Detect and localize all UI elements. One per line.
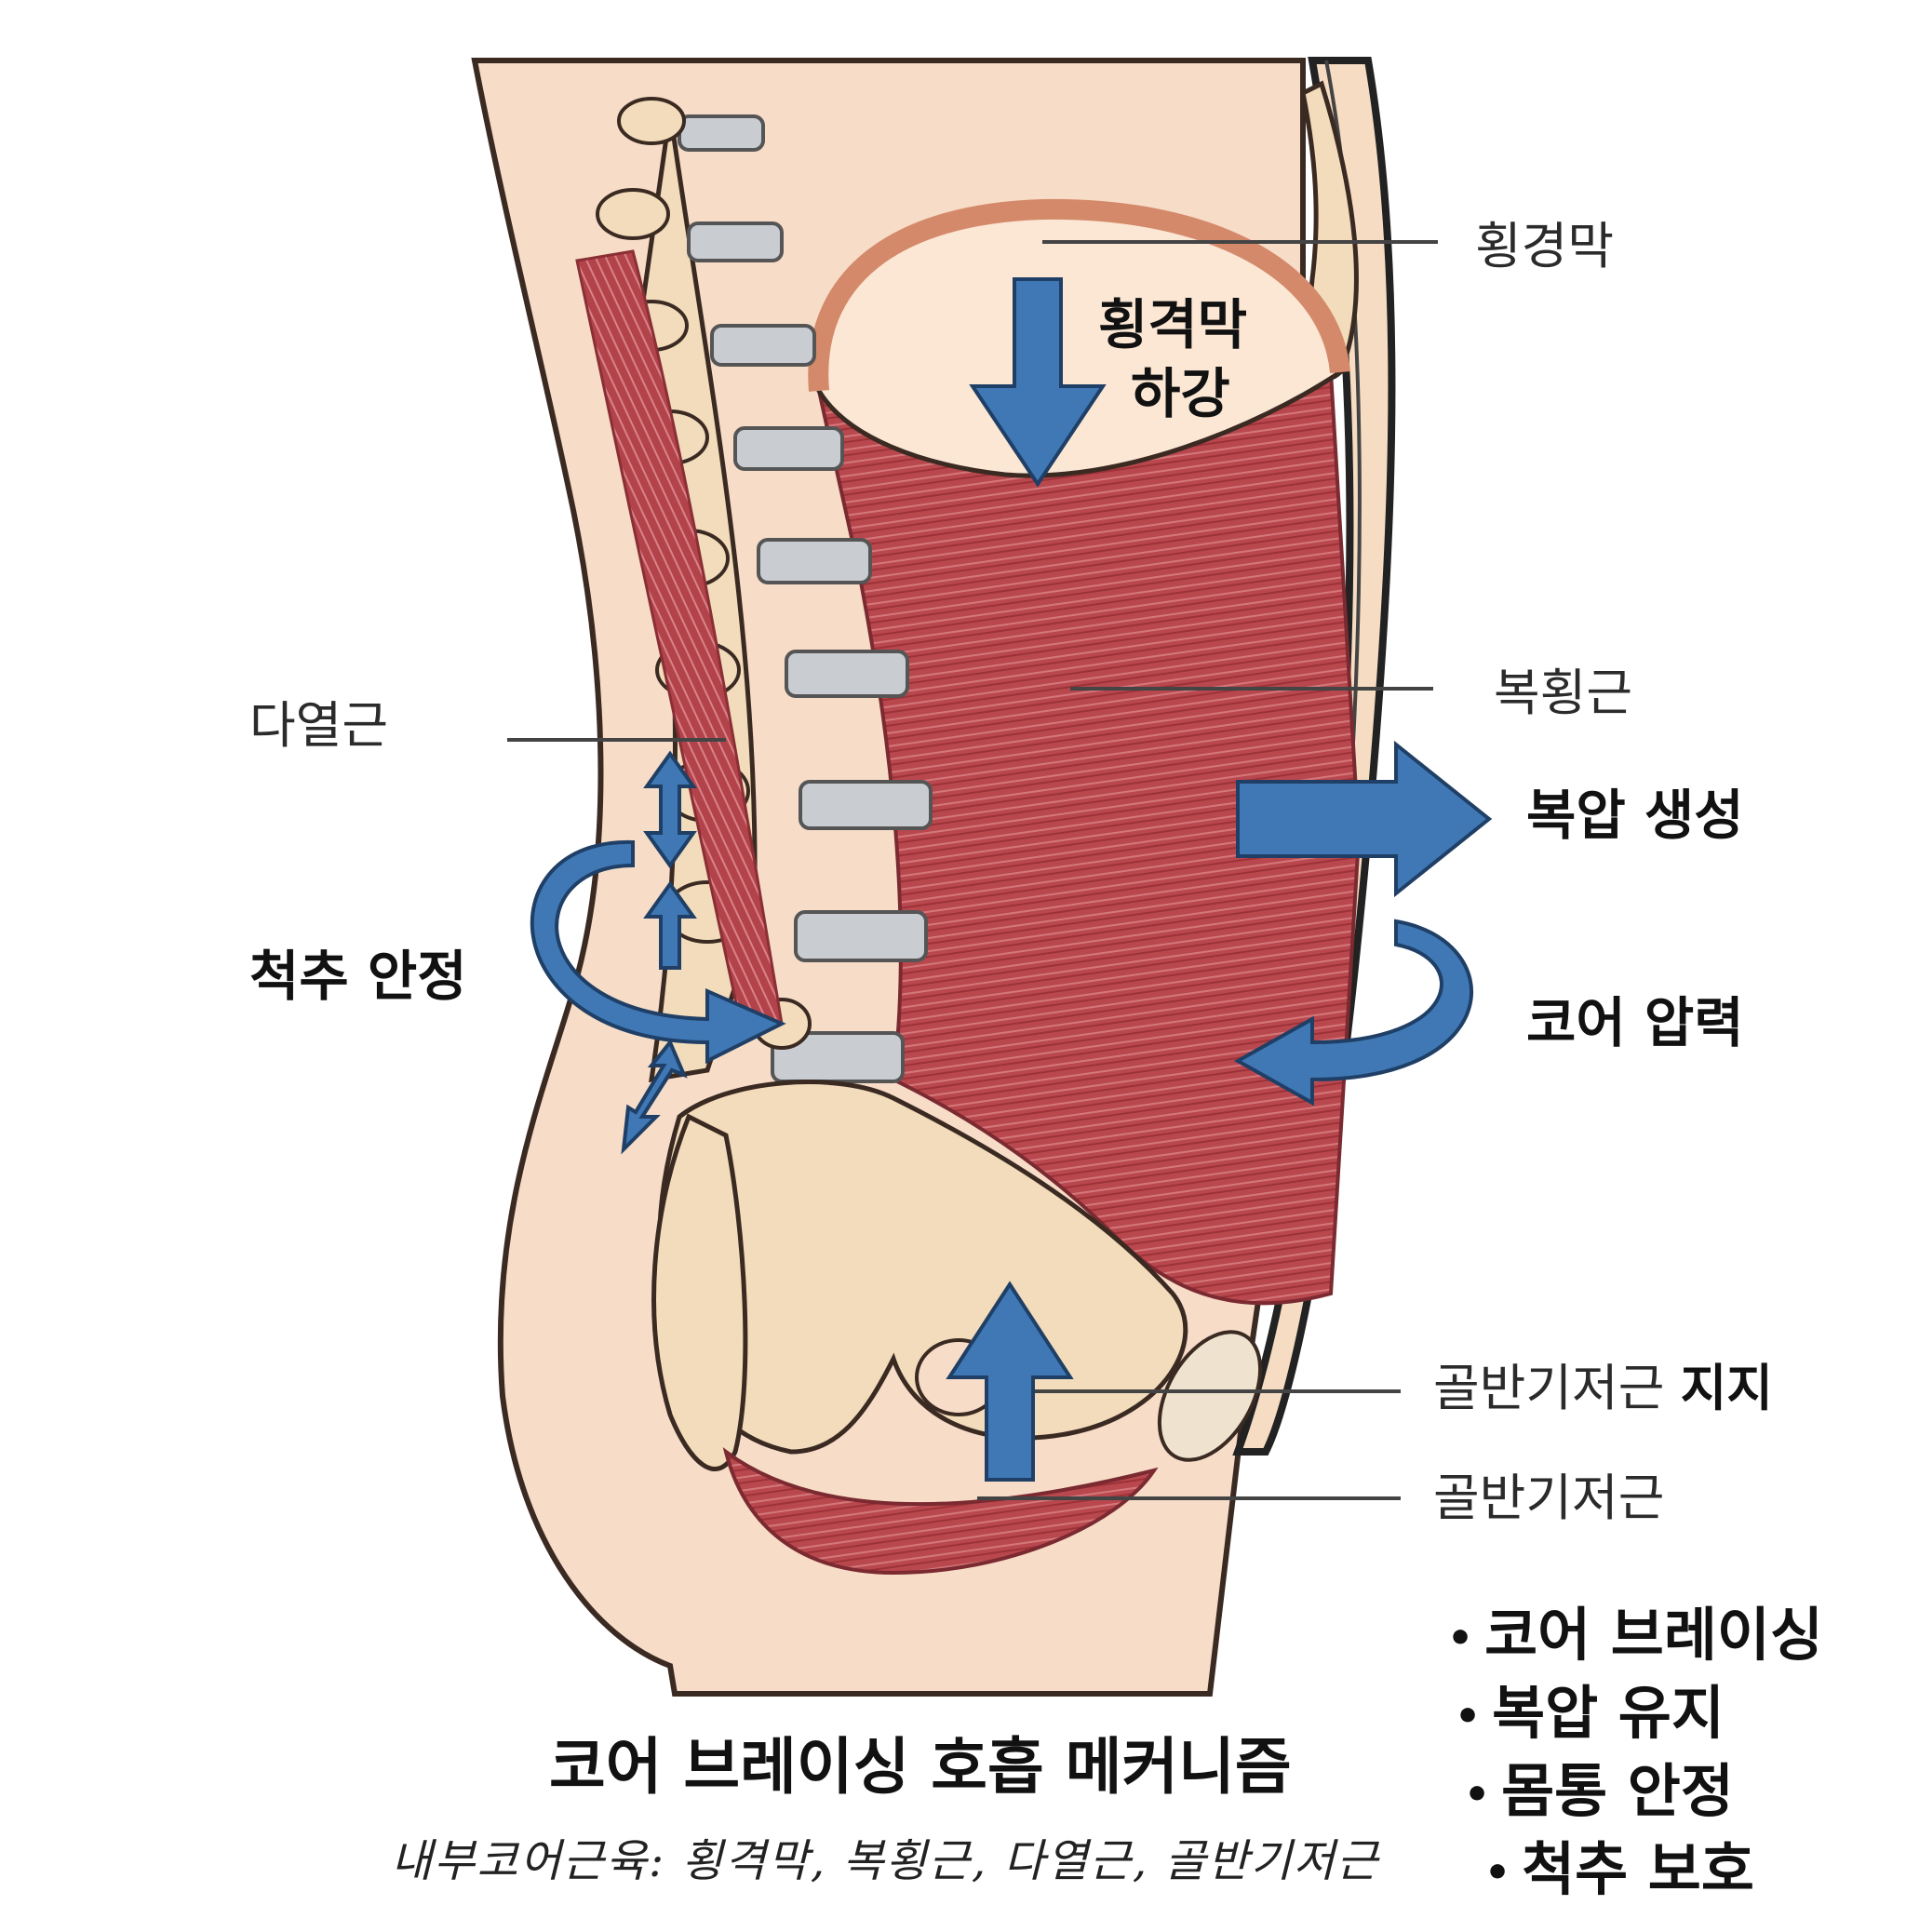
bullet-item: •척추 보호: [1484, 1835, 1754, 1903]
arrows: [530, 277, 1493, 1482]
label-pelvic-support-bold: 지지: [1680, 1359, 1773, 1417]
label-pelvic-support: 골반기저근 지지: [1433, 1361, 1773, 1415]
leader-lines: [507, 240, 1438, 1500]
label-spine-stability: 척추 안정: [249, 945, 467, 1008]
bullet-item: •몸통 안정: [1464, 1757, 1734, 1825]
label-diaphragm-descent-line1: 횡격막: [1098, 293, 1248, 356]
bullet-item: •코어 브레이싱: [1447, 1601, 1823, 1669]
bullet-item: •복압 유지: [1455, 1679, 1725, 1747]
diagram-subtitle: 내부코어근육: 횡격막, 복횡근, 다열근, 골반기저근: [391, 1835, 1380, 1887]
summary-bullet-list: •코어 브레이싱 •복압 유지 •몸통 안정 •척추 보호: [1447, 1596, 1823, 1909]
abdominal-wall: [1232, 57, 1396, 1456]
label-multifidus: 다열근: [249, 696, 389, 755]
label-pelvic-support-plain: 골반기저근: [1433, 1359, 1665, 1417]
label-diaphragm-descent-line2: 하강: [1131, 362, 1230, 425]
pubic-symphysis: [1157, 1330, 1263, 1462]
multifidus-double-arrow-2: [621, 1039, 688, 1155]
label-pelvic-floor: 골반기저근: [1433, 1469, 1665, 1527]
sacrum: [651, 1113, 748, 1471]
iap-generation-arrow: [1236, 740, 1493, 898]
spine-stability-arrow: [530, 839, 786, 1065]
multifidus-double-arrow-1: [643, 750, 697, 869]
diaphragm-band: [808, 198, 1350, 392]
multifidus-up-arrow: [643, 880, 697, 970]
diaphragm-descent-arrow: [969, 277, 1107, 488]
label-core-pressure: 코어 압력: [1526, 991, 1744, 1054]
label-transversus: 복횡근: [1494, 664, 1633, 722]
label-iap-generation: 복압 생성: [1526, 784, 1744, 847]
core-pressure-arrow: [1233, 919, 1473, 1107]
label-diaphragm: 횡경막: [1475, 217, 1615, 275]
diagram-title: 코어 브레이싱 호흡 메커니즘: [549, 1731, 1292, 1803]
pelvic-support-arrow: [946, 1281, 1074, 1482]
pelvic-floor-muscle: [722, 1447, 1159, 1576]
